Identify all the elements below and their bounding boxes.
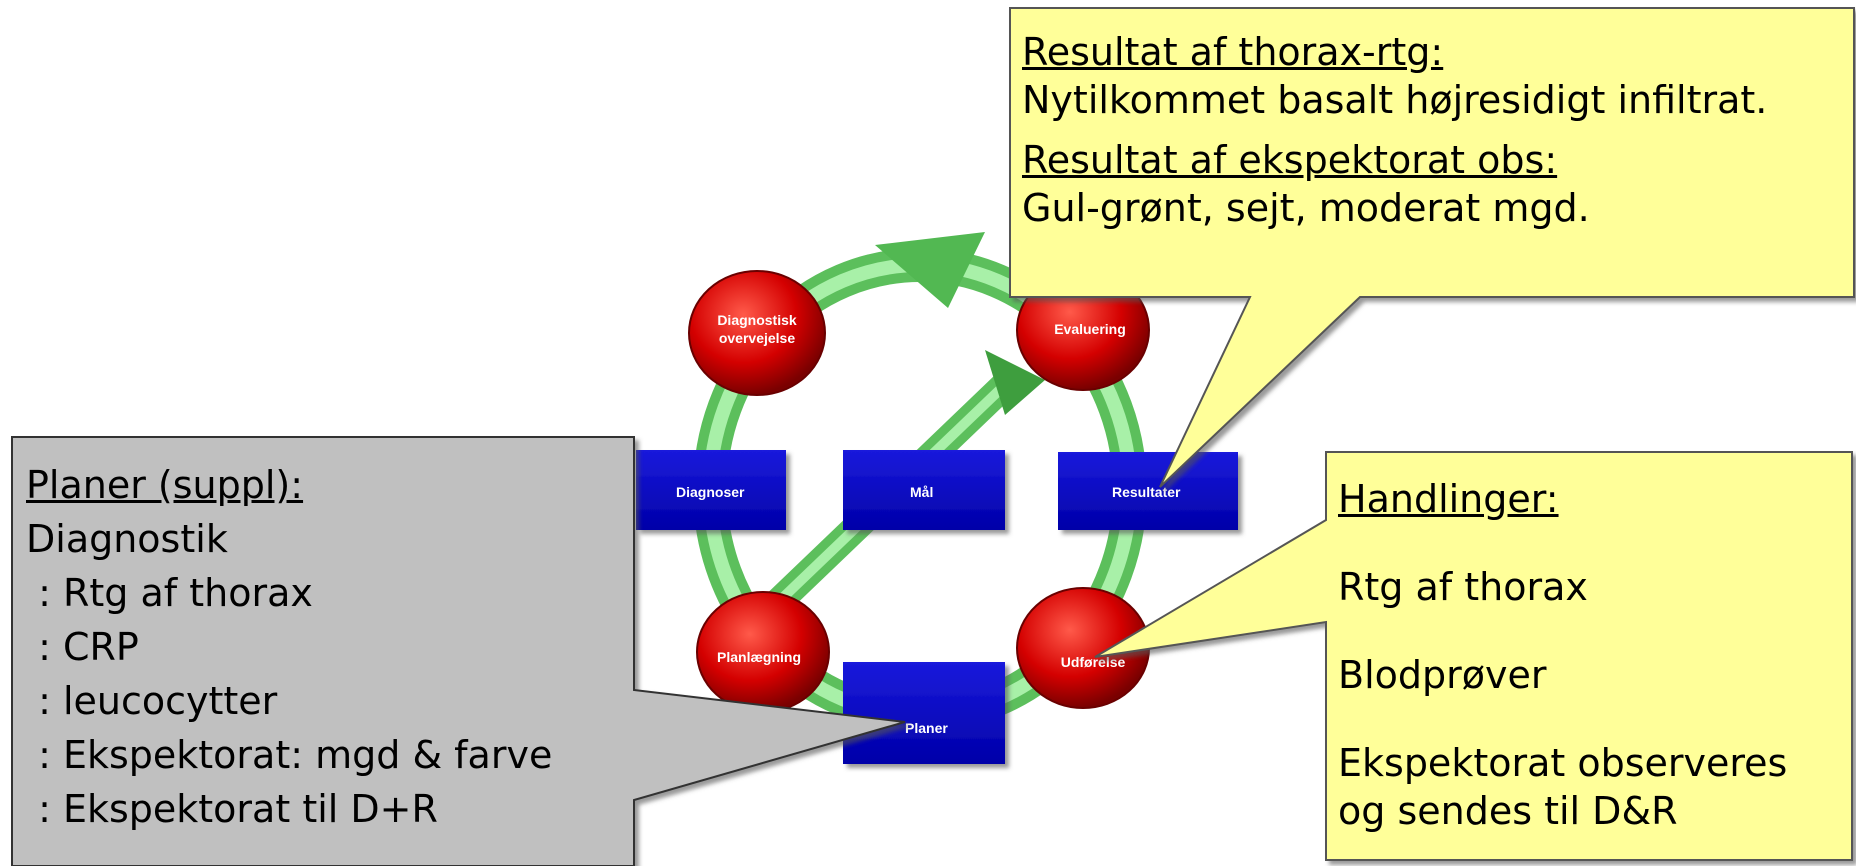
svg-text:Mål: Mål xyxy=(910,484,933,500)
planer-line: Diagnostik xyxy=(26,517,228,561)
planer-line: : Ekspektorat til D+R xyxy=(26,787,438,831)
svg-text:Planlægning: Planlægning xyxy=(717,649,801,665)
callout-handlinger xyxy=(1094,451,1853,861)
box-planer: Planer xyxy=(843,662,1005,764)
planer-heading: Planer (suppl): xyxy=(26,463,304,507)
results-heading-thorax: Resultat af thorax-rtg: xyxy=(1022,30,1444,74)
node-planlaegning: Planlægning xyxy=(696,591,830,713)
box-maal: Mål xyxy=(843,450,1005,530)
handlinger-item: Rtg af thorax xyxy=(1338,565,1588,609)
svg-text:Planer: Planer xyxy=(905,720,948,736)
svg-text:overvejelse: overvejelse xyxy=(719,330,795,346)
results-heading-ekspektorat: Resultat af ekspektorat obs: xyxy=(1022,138,1558,182)
results-text-ekspektorat: Gul-grønt, sejt, moderat mgd. xyxy=(1022,186,1590,230)
node-evaluering: Evaluering xyxy=(1016,269,1150,391)
svg-text:Resultater: Resultater xyxy=(1112,484,1181,500)
handlinger-item: Ekspektorat observeres xyxy=(1338,741,1788,785)
diagonal-arrowhead xyxy=(985,350,1045,415)
box-resultater: Resultater xyxy=(1058,452,1238,530)
node-udfoerelse: Udførelse xyxy=(1016,587,1150,709)
handlinger-item: og sendes til D&R xyxy=(1338,789,1678,833)
svg-text:Diagnostisk: Diagnostisk xyxy=(717,312,797,328)
handlinger-item: Blodprøver xyxy=(1338,653,1547,697)
node-diagnostisk-overvejelse: Diagnostisk overvejelse xyxy=(688,270,826,396)
callout-planer xyxy=(11,436,906,866)
planer-line: : leucocytter xyxy=(26,679,278,723)
results-text-thorax: Nytilkommet basalt højresidigt infiltrat… xyxy=(1022,78,1768,122)
planer-line: : CRP xyxy=(26,625,139,669)
svg-text:Diagnoser: Diagnoser xyxy=(676,484,745,500)
planer-line: : Ekspektorat: mgd & farve xyxy=(26,733,553,777)
callout-handlinger-text: Handlinger: Rtg af thorax Blodprøver Eks… xyxy=(1338,475,1787,835)
box-diagnoser: Diagnoser xyxy=(636,450,786,530)
cycle-arrowhead-top xyxy=(875,232,985,308)
callout-planer-text: Planer (suppl): Diagnostik : Rtg af thor… xyxy=(26,458,552,836)
svg-text:Udførelse: Udførelse xyxy=(1061,654,1126,670)
handlinger-heading: Handlinger: xyxy=(1338,477,1559,521)
callout-results xyxy=(1009,7,1855,488)
planer-line: : Rtg af thorax xyxy=(26,571,313,615)
svg-text:Evaluering: Evaluering xyxy=(1054,321,1126,337)
callout-results-text: Resultat af thorax-rtg: Nytilkommet basa… xyxy=(1022,28,1767,232)
